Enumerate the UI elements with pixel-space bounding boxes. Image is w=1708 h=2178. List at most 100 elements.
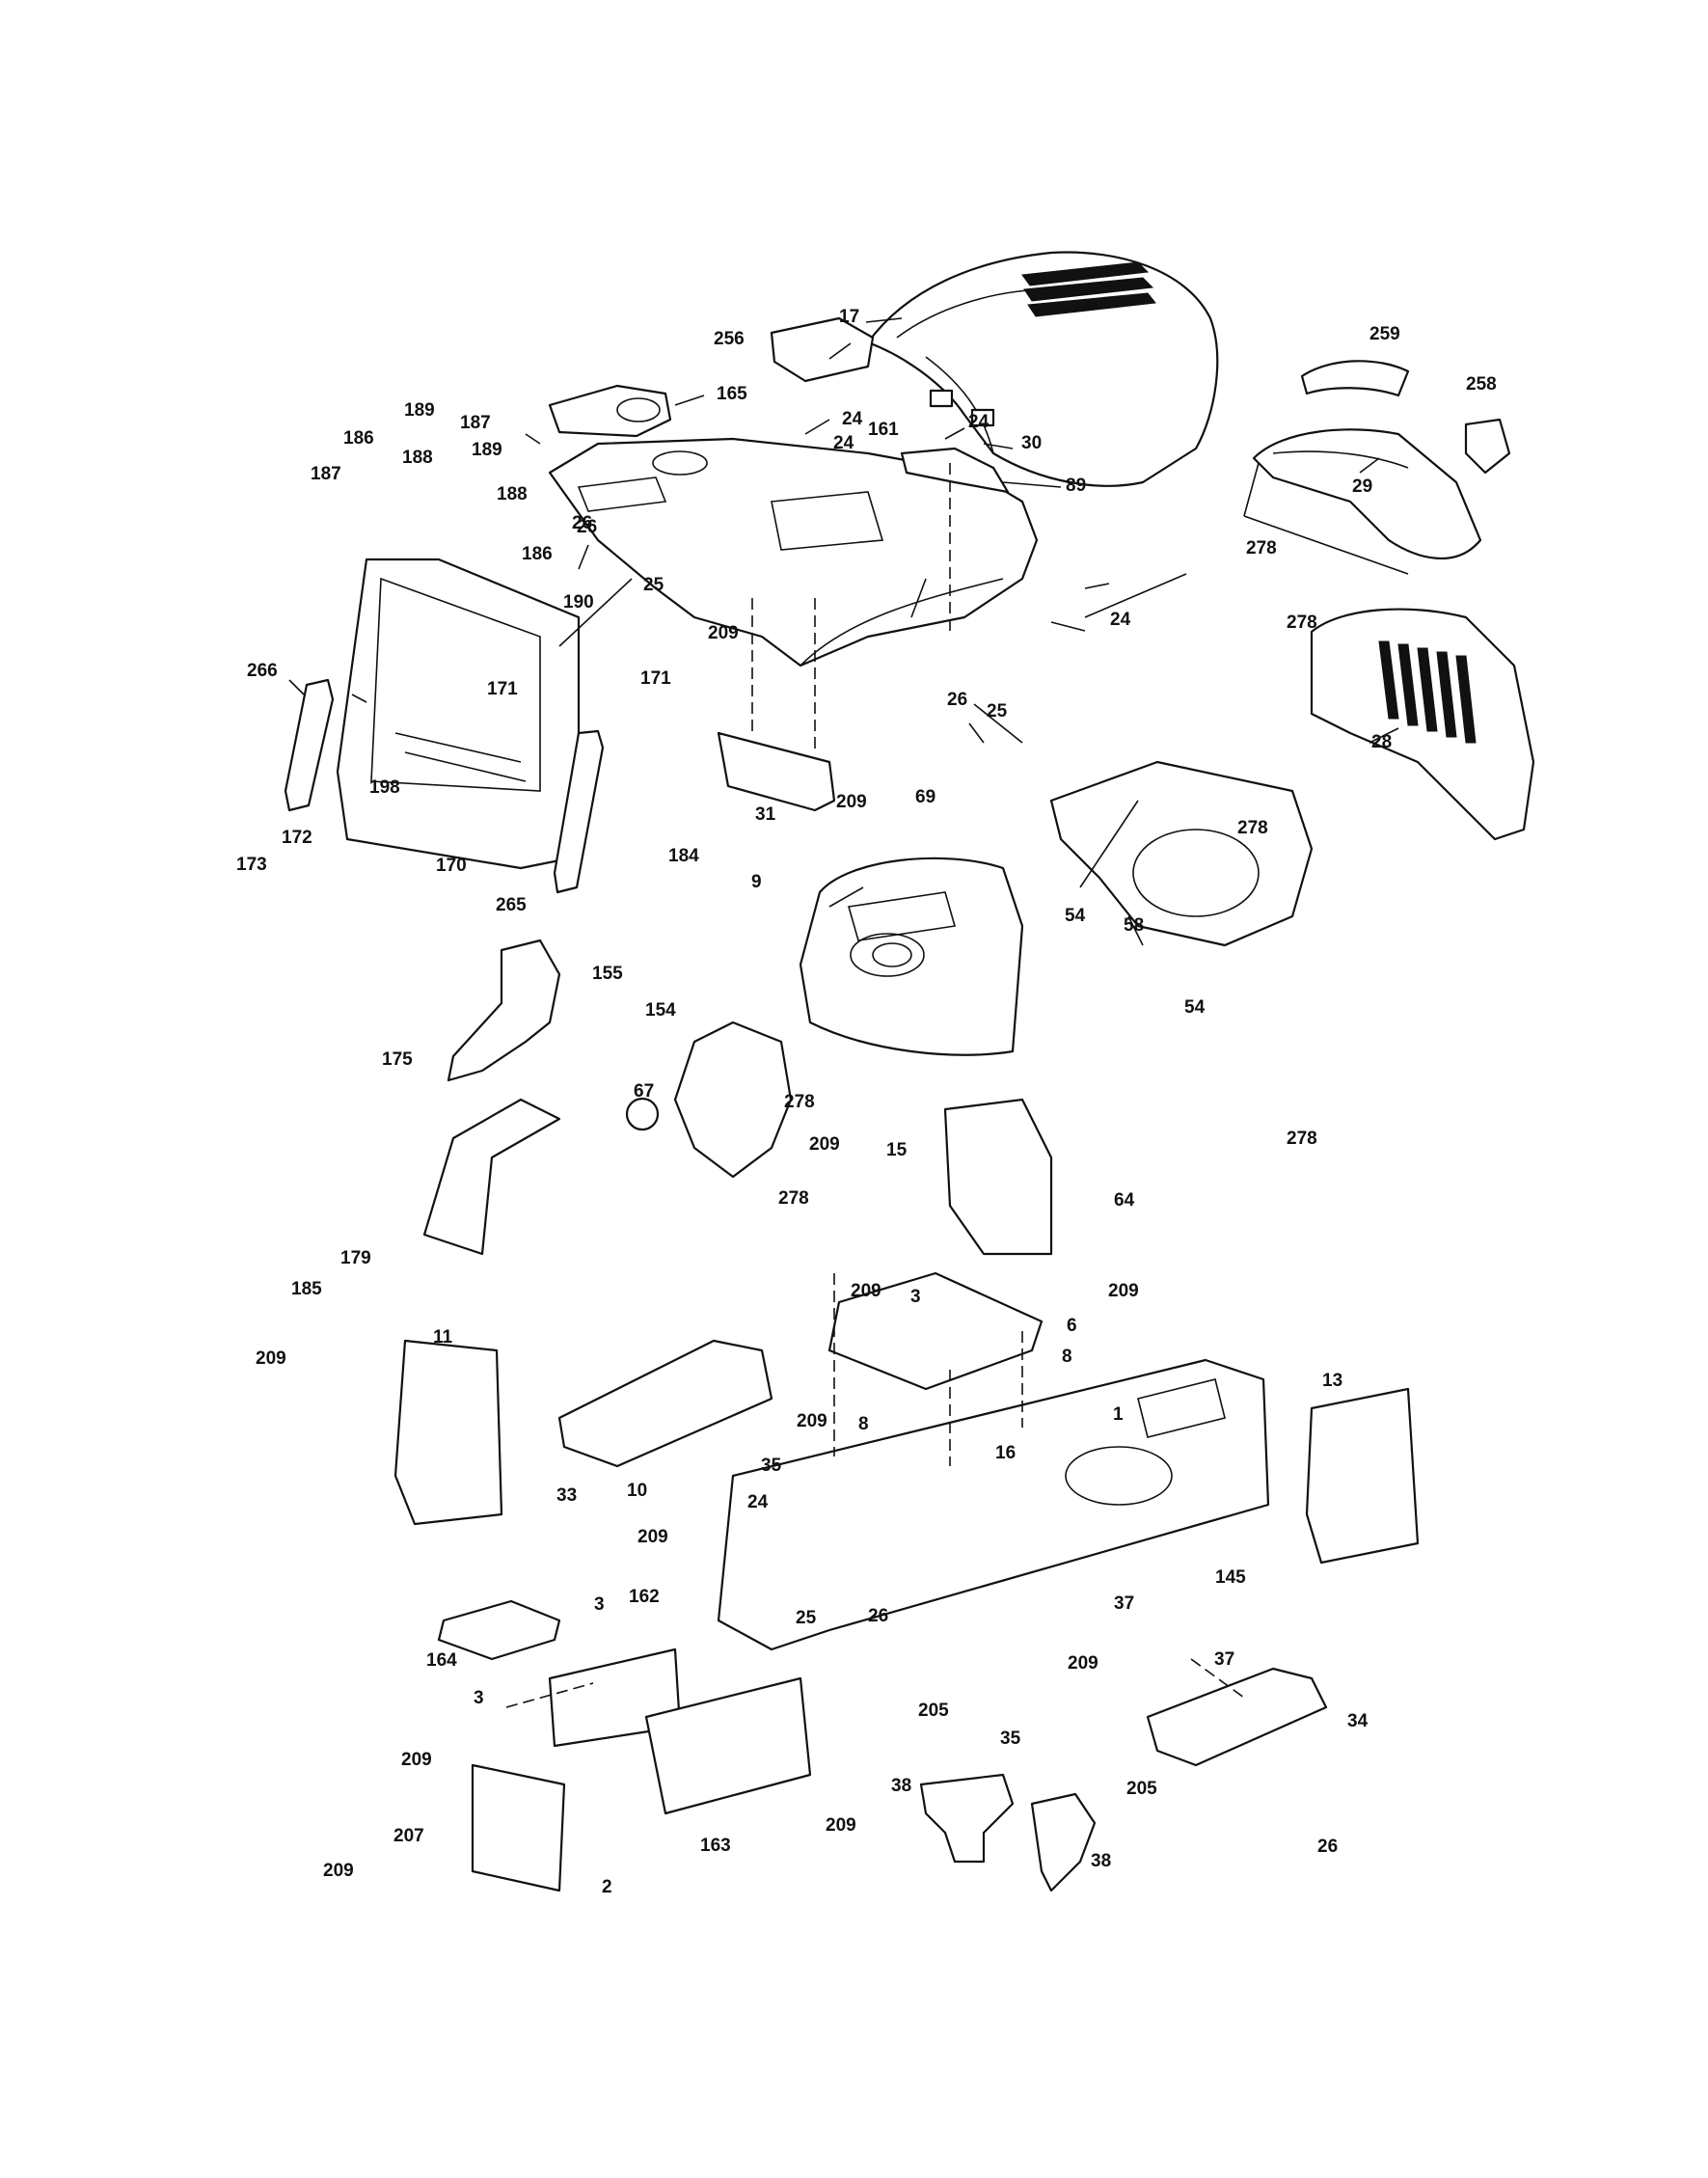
callout-187: 187 <box>460 413 491 433</box>
callout-171: 171 <box>640 668 671 689</box>
floor-plate-part <box>827 1271 1044 1391</box>
callout-3: 3 <box>474 1688 484 1708</box>
callout-209: 209 <box>809 1134 840 1155</box>
callout-209: 209 <box>708 623 739 643</box>
callout-8: 8 <box>1062 1347 1072 1367</box>
callout-209: 209 <box>637 1527 668 1547</box>
callout-161: 161 <box>868 420 899 440</box>
callout-38: 38 <box>891 1776 911 1796</box>
dash-part <box>799 857 1024 1056</box>
callout-89: 89 <box>1066 476 1086 496</box>
rear-bracket-part <box>471 1763 566 1892</box>
battery-tray-part <box>1049 760 1314 947</box>
main-frame-part <box>717 1358 1270 1651</box>
callout-209: 209 <box>797 1411 827 1431</box>
callout-207: 207 <box>393 1826 424 1846</box>
footrest-right-part <box>1146 1667 1328 1767</box>
callout-165: 165 <box>717 384 747 404</box>
callout-16: 16 <box>995 1443 1016 1463</box>
callout-179: 179 <box>340 1248 371 1268</box>
callout-26: 26 <box>868 1606 888 1626</box>
callout-266: 266 <box>247 661 278 681</box>
callout-37: 37 <box>1114 1593 1134 1614</box>
callout-278: 278 <box>1237 818 1268 838</box>
callout-31: 31 <box>755 804 776 825</box>
callout-162: 162 <box>629 1587 660 1607</box>
callout-190: 190 <box>563 592 594 613</box>
callout-26: 26 <box>947 690 967 710</box>
callout-175: 175 <box>382 1049 413 1070</box>
callout-11: 11 <box>433 1327 453 1348</box>
callout-26: 26 <box>577 517 597 537</box>
callout-259: 259 <box>1369 324 1400 344</box>
callout-188: 188 <box>497 484 528 504</box>
grille-part <box>1310 608 1535 841</box>
assembly-lines <box>505 463 1245 1708</box>
callout-54: 54 <box>1184 997 1206 1018</box>
callout-278: 278 <box>1287 613 1317 633</box>
callout-209: 209 <box>1108 1281 1139 1301</box>
callout-256: 256 <box>714 329 745 349</box>
callout-69: 69 <box>915 787 935 807</box>
callout-189: 189 <box>404 400 435 421</box>
footrest-left-part <box>557 1339 773 1468</box>
frame-rail-part <box>548 1647 812 1815</box>
rear-fender-part <box>1252 428 1482 560</box>
bracket-part <box>717 731 836 812</box>
callout-145: 145 <box>1215 1567 1246 1588</box>
callout-173: 173 <box>236 855 267 875</box>
callout-26: 26 <box>1317 1837 1338 1857</box>
callout-172: 172 <box>282 828 312 848</box>
callout-34: 34 <box>1347 1711 1369 1731</box>
callout-29: 29 <box>1352 476 1372 497</box>
callout-10: 10 <box>627 1481 647 1501</box>
callout-189: 189 <box>472 440 502 460</box>
callout-24: 24 <box>1110 610 1131 630</box>
callout-164: 164 <box>426 1650 457 1671</box>
callout-209: 209 <box>401 1750 432 1770</box>
side-strip-part <box>284 678 605 894</box>
callout-38: 38 <box>1091 1851 1111 1871</box>
callout-25: 25 <box>643 575 664 595</box>
callout-37: 37 <box>1214 1649 1234 1670</box>
callout-25: 25 <box>987 701 1008 721</box>
side-panel-right-part <box>1305 1387 1420 1565</box>
callout-171: 171 <box>487 679 518 699</box>
callout-labels: 1233368891011131516172424242424252525262… <box>236 307 1497 1897</box>
callout-64: 64 <box>1114 1190 1135 1211</box>
callout-154: 154 <box>645 1000 676 1021</box>
ball-part <box>625 1097 660 1131</box>
callout-209: 209 <box>1068 1653 1098 1674</box>
axle-bracket-part <box>919 1773 1097 1892</box>
callout-155: 155 <box>592 964 623 984</box>
callout-24: 24 <box>747 1492 769 1512</box>
callout-278: 278 <box>778 1188 809 1209</box>
callout-258: 258 <box>1466 374 1497 395</box>
callout-2: 2 <box>602 1877 612 1897</box>
callout-188: 188 <box>402 448 433 468</box>
heat-shield-part <box>943 1098 1053 1256</box>
dash-panel-part <box>548 384 672 438</box>
lens-part <box>1300 360 1410 397</box>
callout-3: 3 <box>910 1287 921 1307</box>
callout-33: 33 <box>556 1485 577 1506</box>
callout-24: 24 <box>842 409 863 429</box>
callout-54: 54 <box>1065 906 1086 926</box>
callout-209: 209 <box>323 1861 354 1881</box>
hood-part <box>866 251 1219 487</box>
callout-35: 35 <box>761 1456 782 1476</box>
callout-185: 185 <box>291 1279 322 1299</box>
callout-28: 28 <box>1371 732 1392 752</box>
callout-163: 163 <box>700 1836 731 1856</box>
callout-265: 265 <box>496 895 527 915</box>
callout-184: 184 <box>668 846 699 866</box>
callout-198: 198 <box>369 777 400 798</box>
hitch-plate-part <box>437 1599 561 1661</box>
steering-bracket-part <box>673 1021 793 1179</box>
callout-278: 278 <box>784 1092 815 1112</box>
callout-30: 30 <box>1021 433 1042 453</box>
callout-1: 1 <box>1113 1404 1124 1425</box>
callout-17: 17 <box>839 307 859 327</box>
callout-205: 205 <box>918 1701 949 1721</box>
callout-13: 13 <box>1322 1371 1342 1391</box>
